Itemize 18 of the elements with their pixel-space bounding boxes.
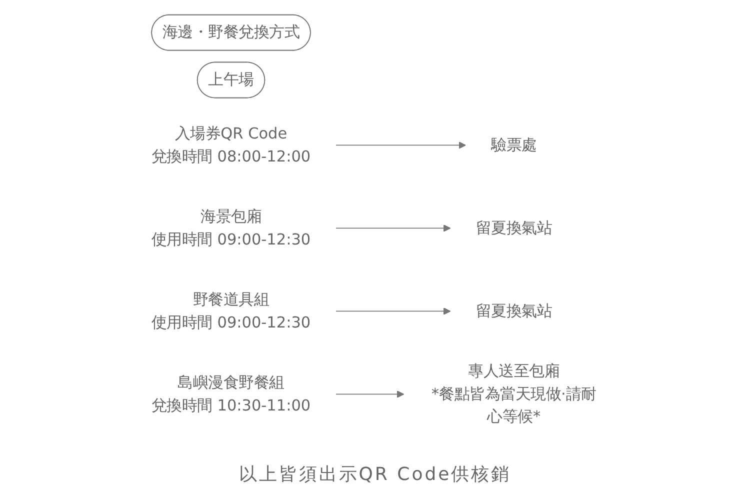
arrow <box>336 390 404 398</box>
arrow <box>336 141 466 149</box>
node-text: 留夏換氣站 <box>476 219 552 238</box>
node-text: 野餐道具組 <box>192 290 270 309</box>
node-label: *餐點皆為當天現做·請耐心等候* <box>431 385 596 426</box>
node-label: 使用時間 09:00-12:30 <box>151 230 311 249</box>
node-text: 留夏換氣站 <box>476 302 552 320</box>
node-text: 島嶼漫食野餐組 <box>178 374 284 392</box>
node-label: 使用時間 09:00-12:30 <box>151 314 311 332</box>
node-label: 兌換時間 08:00-12:00 <box>151 148 311 166</box>
node-text: 入場券QR Code <box>174 124 288 143</box>
node-text: 海景包廂 <box>200 208 262 226</box>
node-text: 專人送至包廂 <box>468 362 560 380</box>
footer-note: 以上皆須出示QR Code供核銷 <box>238 463 512 486</box>
node-text: 驗票處 <box>491 136 537 154</box>
arrow <box>336 224 451 232</box>
arrow <box>336 308 451 315</box>
node-label: 兌換時間 10:30-11:00 <box>151 396 311 415</box>
